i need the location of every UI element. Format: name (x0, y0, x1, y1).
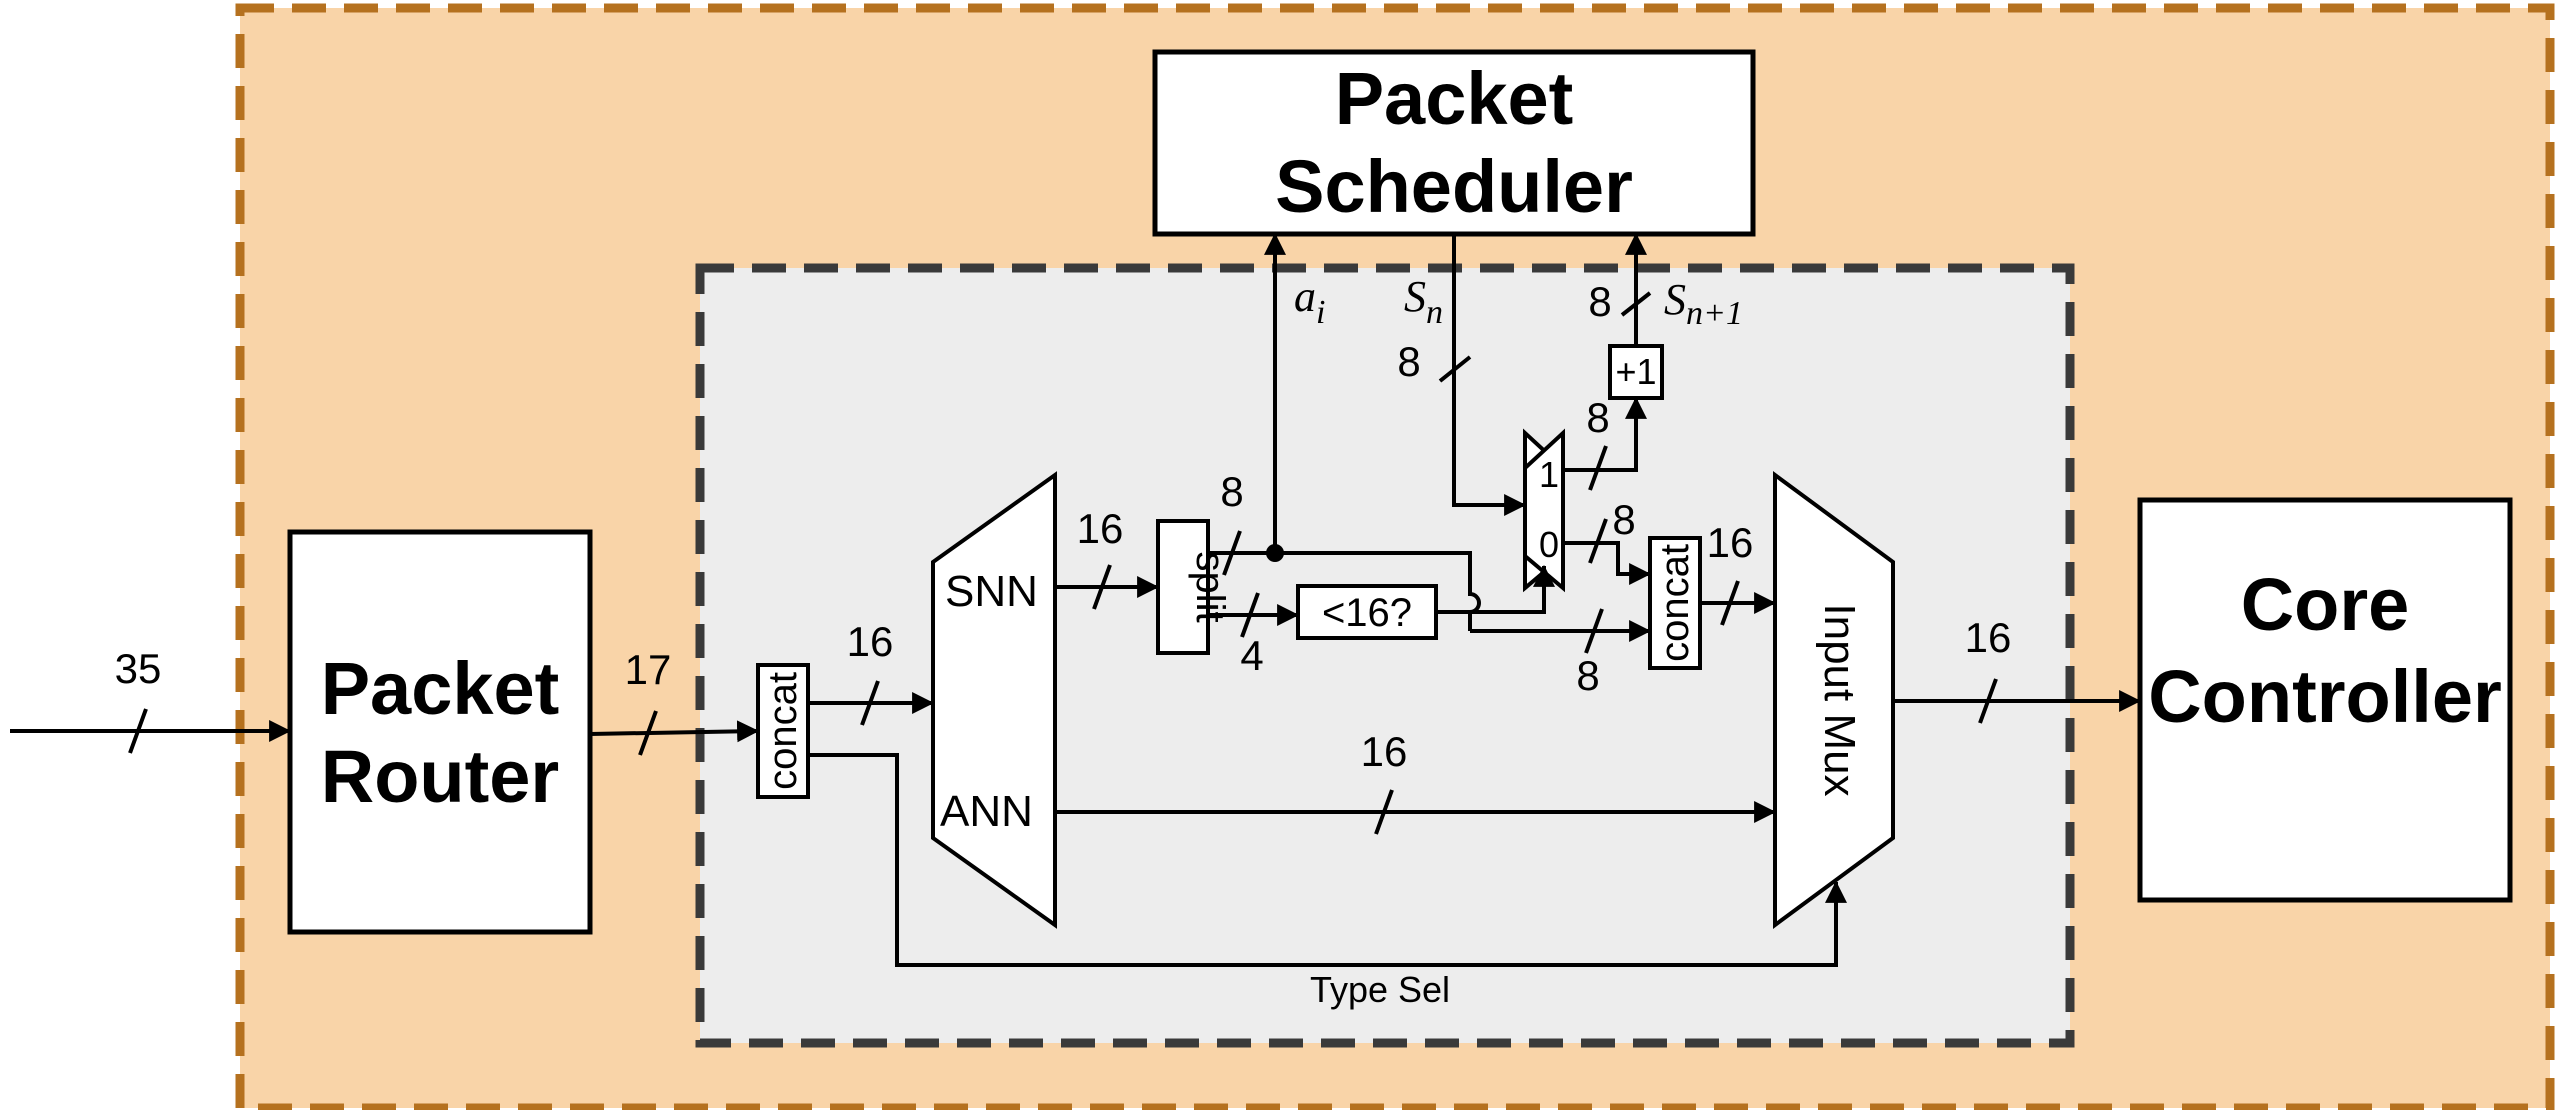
width-snn-out: 16 (1077, 505, 1124, 552)
input-mux-label: Input Mux (1815, 603, 1864, 796)
signal-sn1: Sn+1 (1664, 275, 1743, 332)
packet-router-label-1: Packet (321, 647, 560, 730)
core-controller-label-2: Controller (2148, 655, 2502, 738)
packet-router-label-2: Router (321, 735, 559, 818)
width-concat-right-out: 16 (1707, 519, 1754, 566)
signal-sn: Sn (1404, 272, 1443, 331)
split-block: split (1156, 519, 1232, 655)
small-mux: 1 0 (1523, 428, 1565, 593)
width-mux-to-inc: 8 (1586, 394, 1609, 441)
tick-split-upper (1222, 530, 1242, 576)
wire-compare-sel (1436, 564, 1555, 614)
mux-port-1: 1 (1539, 454, 1559, 495)
compare-label: <16? (1322, 591, 1412, 635)
demux-port-ann: ANN (940, 787, 1033, 836)
signal-sn-sub: n (1426, 294, 1443, 331)
width-sn-in: 8 (1397, 338, 1420, 385)
packet-router-block: Packet Router (287, 529, 593, 935)
split-label: split (1188, 551, 1232, 622)
signal-sn1-base: S (1664, 275, 1686, 324)
width-compare-bypass: 8 (1576, 652, 1599, 699)
core-controller-block: Core Controller (2137, 497, 2513, 903)
increment-block: +1 (1608, 344, 1664, 400)
width-split-lower: 4 (1240, 632, 1263, 679)
compare-block: <16? (1296, 584, 1438, 640)
packet-scheduler-block: Packet Scheduler (1152, 49, 1756, 237)
signal-sn-base: S (1404, 272, 1426, 321)
tick-router-out (638, 710, 658, 756)
wire-sn (1452, 234, 1527, 516)
mux-port-0: 0 (1539, 524, 1559, 565)
tick-sn (1438, 355, 1472, 383)
wire-router-concat (589, 720, 760, 743)
width-mux-out: 8 (1612, 496, 1635, 543)
tick-concat-right-out (1720, 580, 1740, 626)
demux-port-snn: SNN (945, 567, 1038, 616)
width-concat-out: 16 (847, 618, 894, 665)
signal-sn1-sub: n+1 (1686, 295, 1743, 332)
packet-scheduler-label-2: Scheduler (1275, 145, 1633, 228)
caption-type-sel: Type Sel (1310, 969, 1450, 1010)
tick-snn-out (1092, 564, 1112, 610)
snn-ann-demux: SNN ANN (931, 471, 1057, 929)
packet-scheduler-label-1: Packet (1335, 57, 1574, 140)
tick-mux-out (1588, 518, 1608, 564)
tick-ann-out (1374, 789, 1394, 835)
wire-mux-inc (1563, 396, 1647, 472)
increment-label: +1 (1615, 351, 1656, 392)
concat-right-block: concat (1648, 536, 1702, 670)
tick-mux-inc (1588, 445, 1608, 491)
tick-bypass (1584, 608, 1604, 654)
signal-ai-sub: i (1316, 294, 1325, 331)
width-output: 16 (1965, 614, 2012, 661)
concat-right-label: concat (1653, 544, 1697, 662)
core-controller-label-1: Core (2241, 563, 2410, 646)
concat-left-label: concat (761, 672, 805, 790)
wire-type-sel (808, 753, 1847, 967)
input-mux-block: Input Mux (1773, 471, 1895, 929)
signal-ai-base: a (1294, 272, 1316, 321)
tick-output (1978, 678, 1998, 724)
tick-concat-out (860, 680, 880, 726)
width-router-out: 17 (625, 646, 672, 693)
width-sn1-out: 8 (1588, 278, 1611, 325)
signal-ai: ai (1294, 272, 1325, 331)
width-split-upper: 8 (1220, 468, 1243, 515)
tick-split-lower (1240, 592, 1260, 638)
concat-left-block: concat (756, 663, 810, 799)
tick-sn1 (1620, 291, 1652, 317)
width-input: 35 (115, 645, 162, 692)
width-ann-out: 16 (1361, 728, 1408, 775)
wire-mux-concat (1563, 541, 1652, 585)
tick-input (128, 708, 148, 754)
